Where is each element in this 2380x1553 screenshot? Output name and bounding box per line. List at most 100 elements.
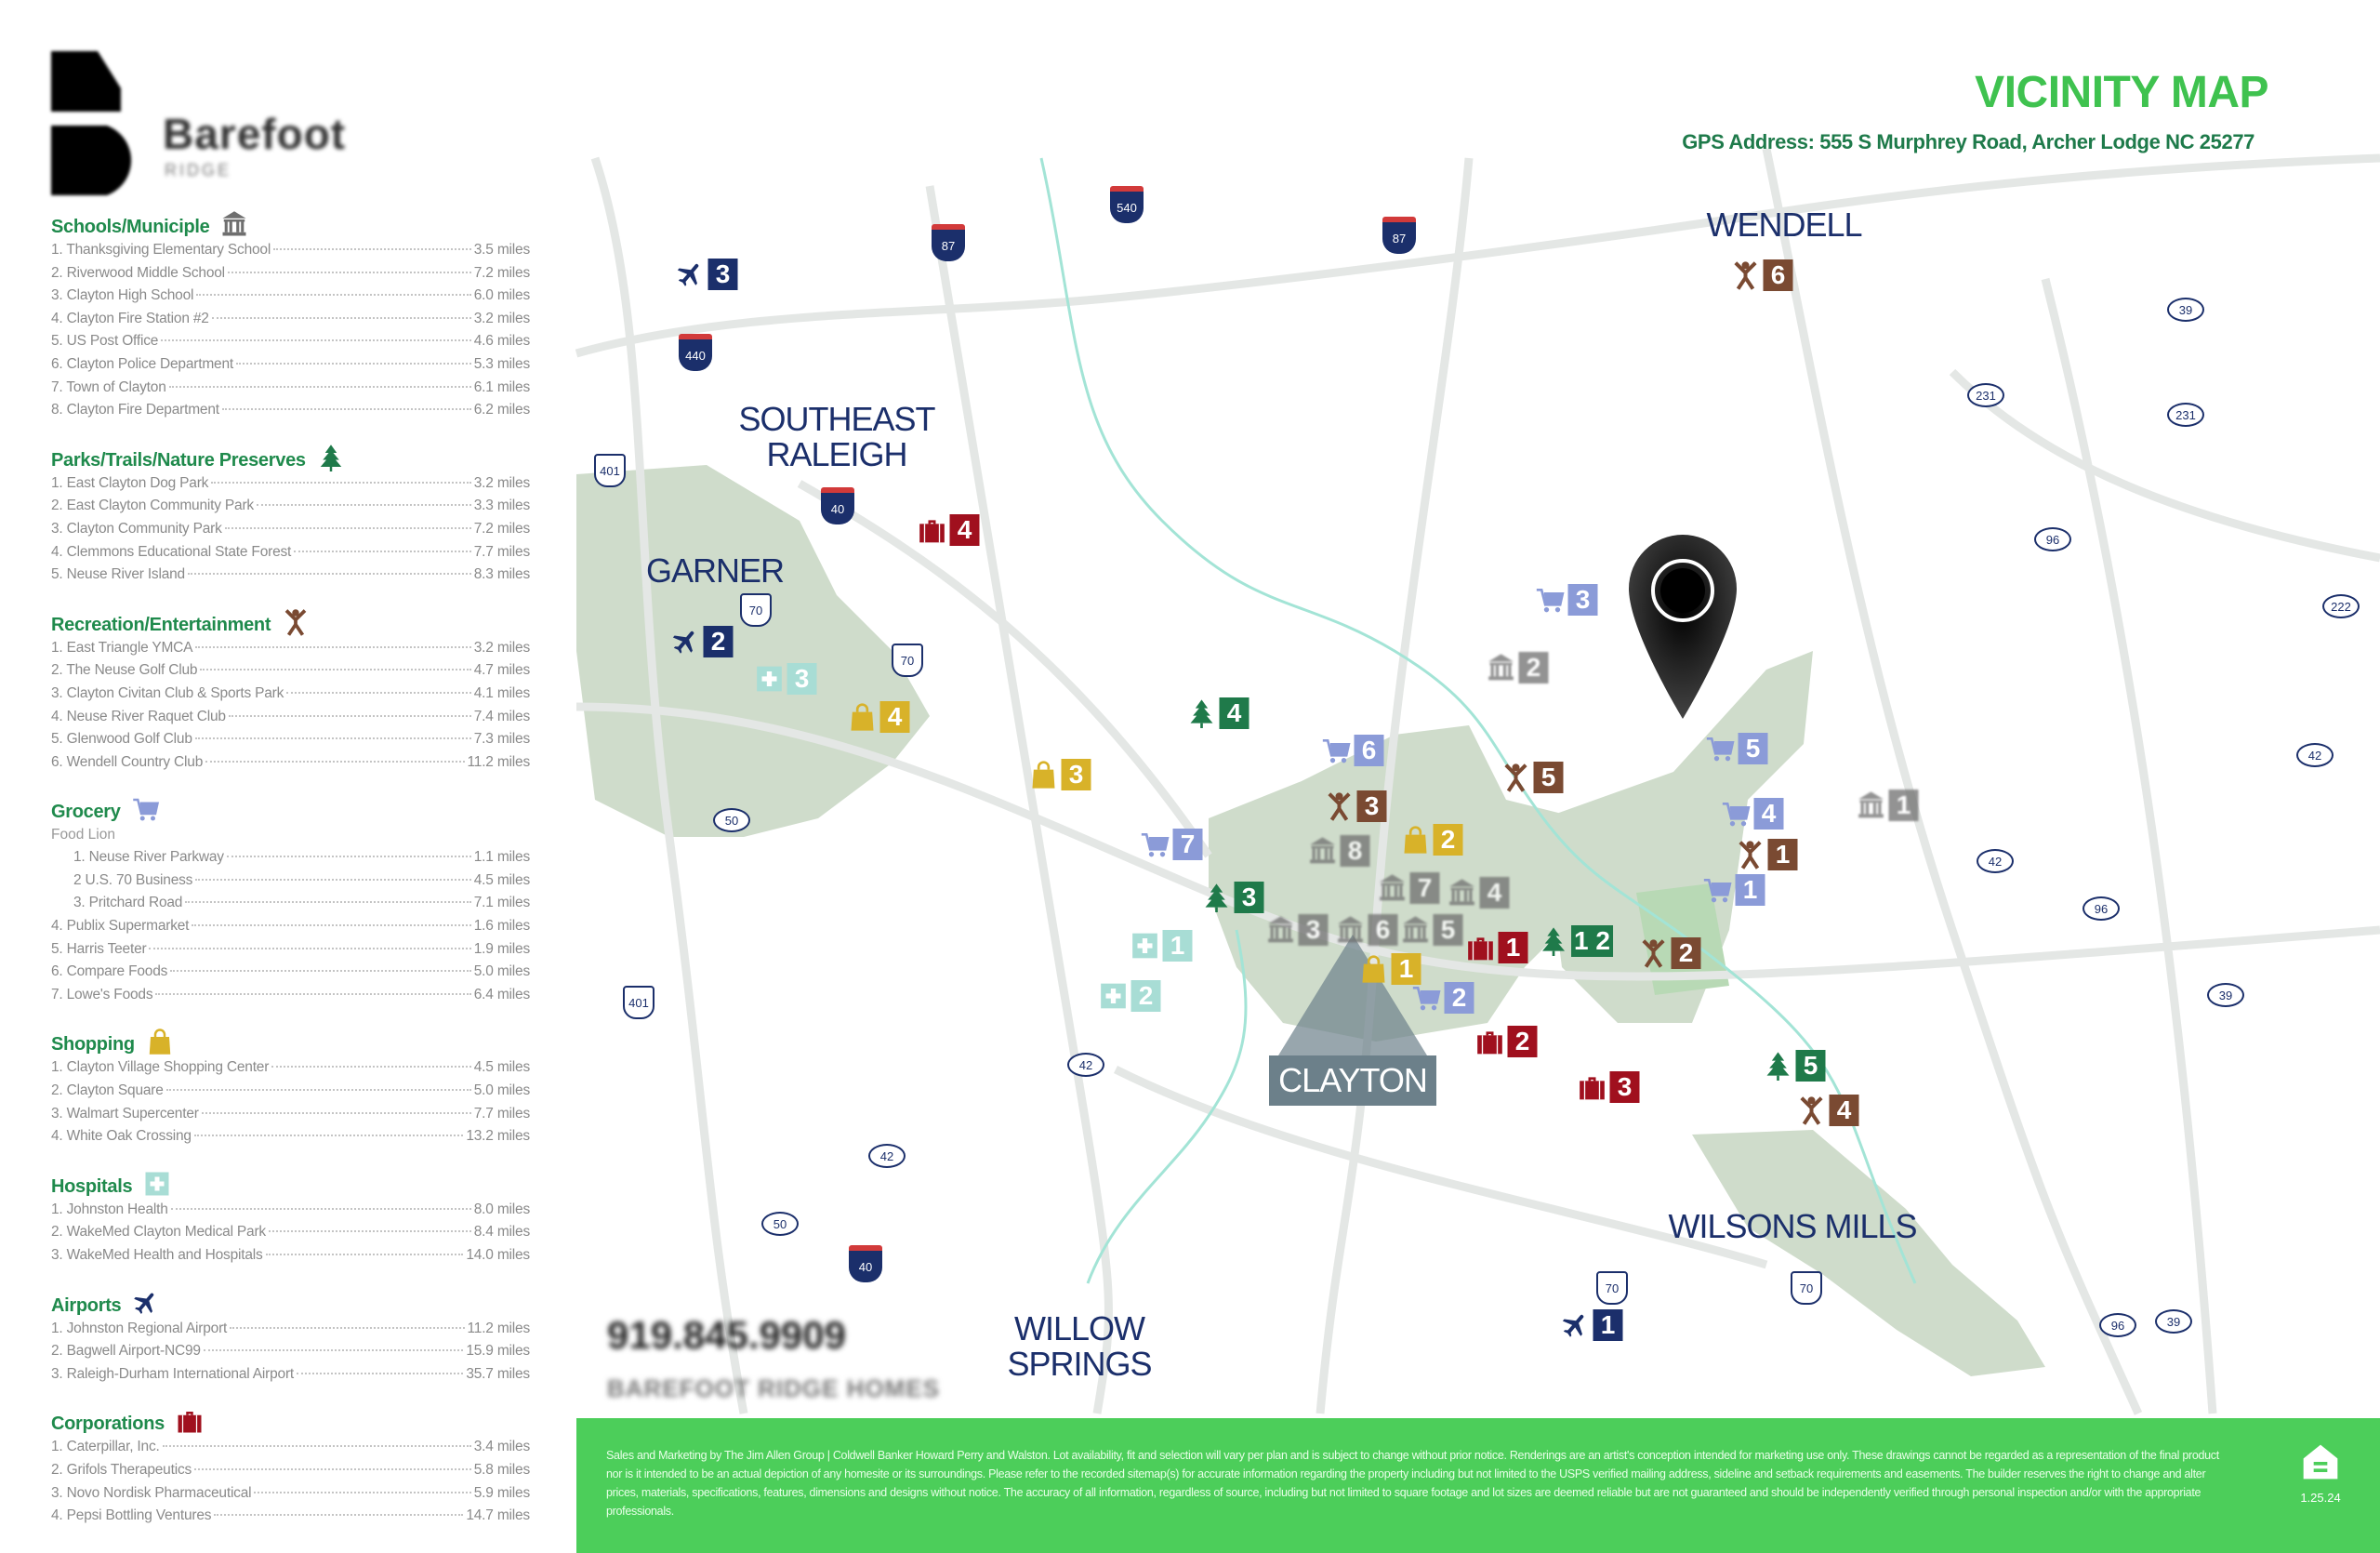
highway-shield-i: 440: [679, 334, 712, 371]
map-marker-corporation[interactable]: 4: [918, 514, 980, 546]
section-title: Shopping: [51, 1034, 135, 1055]
map-marker-grocery[interactable]: 5: [1706, 733, 1768, 764]
marker-number: 1: [1391, 953, 1421, 985]
marker-number: 2: [1433, 824, 1463, 856]
dot-leader: [256, 504, 471, 507]
map-marker-school[interactable]: 3: [1266, 914, 1329, 946]
item-distance: 5.0 miles: [473, 1082, 530, 1099]
dot-leader: [273, 248, 471, 250]
phone-number[interactable]: 919.845.9909: [607, 1313, 846, 1357]
item-distance: 11.2 miles: [467, 1320, 531, 1336]
item-distance: 3.4 miles: [473, 1439, 530, 1455]
map-marker-shopping[interactable]: 2: [1401, 824, 1463, 856]
item-label: 5. Harris Teeter: [51, 940, 147, 957]
section-header: Recreation/Entertainment: [51, 610, 530, 636]
section-header: Airports: [51, 1291, 530, 1317]
item-label: 3. Clayton Civitan Club & Sports Park: [51, 684, 284, 701]
item-distance: 5.8 miles: [473, 1461, 530, 1478]
map-marker-school[interactable]: 7: [1378, 872, 1440, 904]
school-icon: [1378, 872, 1408, 904]
map-marker-park[interactable]: 4: [1187, 697, 1250, 729]
town-label[interactable]: GARNER: [645, 551, 785, 590]
marker-number: 4: [1219, 697, 1250, 729]
highway-shield-nc: 231: [1967, 383, 2004, 407]
marker-number: 2: [1518, 652, 1549, 684]
map-marker-recreation[interactable]: 1: [1736, 839, 1798, 870]
map-marker-park[interactable]: 3: [1202, 882, 1264, 913]
map-marker-shopping[interactable]: 3: [1029, 759, 1091, 790]
map-marker-school[interactable]: 2: [1487, 652, 1549, 684]
map-marker-airport[interactable]: 1: [1561, 1309, 1623, 1341]
map-marker-school[interactable]: 4: [1448, 877, 1510, 909]
dot-leader: [227, 271, 471, 273]
map-marker-grocery[interactable]: 4: [1722, 798, 1784, 830]
school-icon: [1857, 790, 1886, 821]
town-label[interactable]: SOUTHEAST RALEIGH: [738, 400, 935, 473]
town-label[interactable]: WILSONS MILLS: [1668, 1207, 1917, 1245]
map-marker-grocery[interactable]: 6: [1322, 735, 1384, 766]
item-label: 1. East Triangle YMCA: [51, 639, 193, 656]
map-marker-airport[interactable]: 3: [676, 259, 738, 290]
airplane-icon: [132, 1289, 160, 1317]
map-marker-hospital[interactable]: 2: [1099, 980, 1161, 1012]
map-marker-school[interactable]: 5: [1401, 914, 1463, 946]
map-marker-corporation[interactable]: 2: [1475, 1026, 1538, 1057]
highway-shield-nc: 96: [2082, 896, 2120, 921]
map-marker-recreation[interactable]: 2: [1639, 937, 1701, 969]
equal-housing-badge: 1.25.24: [2300, 1441, 2341, 1505]
map-marker-recreation[interactable]: 5: [1501, 762, 1564, 793]
item-distance: 7.7 miles: [473, 543, 530, 560]
item-distance: 1.1 miles: [473, 849, 530, 866]
map-marker-grocery[interactable]: 2: [1412, 982, 1474, 1014]
town-label-clayton[interactable]: CLAYTON: [1269, 1055, 1436, 1106]
item-distance: 3.3 miles: [473, 498, 530, 514]
marker-number: 3: [787, 663, 817, 695]
marker-number: 3: [707, 259, 738, 290]
corporation-icon: [1466, 932, 1496, 963]
revision-date: 1.25.24: [2300, 1491, 2341, 1505]
map-marker-grocery[interactable]: 3: [1536, 584, 1598, 616]
item-label: 6. Wendell Country Club: [51, 753, 204, 770]
town-label[interactable]: WENDELL: [1706, 206, 1862, 244]
map-marker-park[interactable]: 5: [1764, 1050, 1826, 1082]
map-marker-recreation[interactable]: 3: [1325, 790, 1387, 822]
item-distance: 3.2 miles: [473, 310, 530, 326]
map-marker-hospital[interactable]: 3: [755, 663, 817, 695]
item-label: 1. Clayton Village Shopping Center: [51, 1059, 270, 1076]
map-marker-grocery[interactable]: 7: [1141, 829, 1203, 860]
section-header: Parks/Trails/Nature Preserves: [51, 445, 530, 471]
property-location-pin-icon[interactable]: [1622, 530, 1743, 725]
map-marker-corporation[interactable]: 3: [1578, 1071, 1640, 1103]
map-marker-airport[interactable]: 2: [671, 626, 734, 657]
item-label: 6. Clayton Police Department: [51, 355, 233, 372]
map-marker-school[interactable]: 6: [1336, 914, 1398, 946]
item-label: 4. Clayton Fire Station #2: [51, 310, 209, 326]
item-distance: 3.2 miles: [473, 474, 530, 491]
marker-number: 1: [1162, 930, 1193, 962]
grocery-icon: [1141, 829, 1170, 860]
map-marker-grocery[interactable]: 1: [1703, 874, 1765, 906]
town-label[interactable]: WILLOW SPRINGS: [1007, 1309, 1152, 1383]
map-marker-park[interactable]: 1 2: [1539, 925, 1613, 957]
map-marker-corporation[interactable]: 1: [1466, 932, 1528, 963]
item-distance: 8.4 miles: [473, 1224, 530, 1241]
recreation-icon: [1325, 790, 1355, 822]
map-marker-school[interactable]: 1: [1857, 790, 1919, 821]
map-marker-school[interactable]: 8: [1308, 835, 1370, 867]
section-title: Grocery: [51, 802, 121, 823]
map-marker-shopping[interactable]: 4: [848, 701, 910, 733]
map-marker-hospital[interactable]: 1: [1130, 930, 1193, 962]
dot-leader: [155, 992, 471, 995]
map-marker-shopping[interactable]: 1: [1359, 953, 1421, 985]
item-label: 1. Johnston Regional Airport: [51, 1320, 228, 1336]
highway-shield-us: 70: [892, 644, 923, 677]
map-marker-recreation[interactable]: 6: [1731, 259, 1793, 291]
map-marker-recreation[interactable]: 4: [1797, 1095, 1859, 1126]
